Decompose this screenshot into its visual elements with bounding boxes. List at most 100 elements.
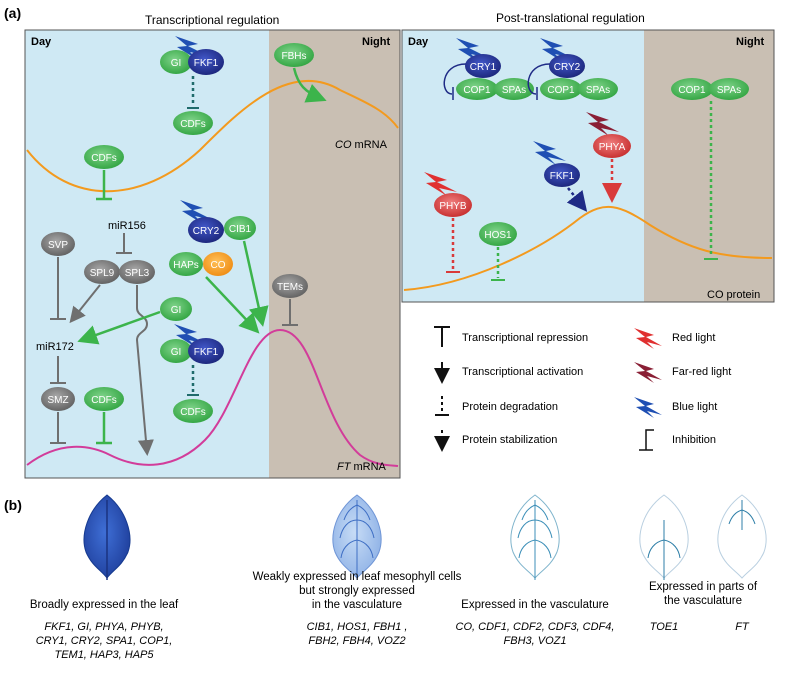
leaf-broad-expression-icon (83, 494, 131, 580)
co-mrna-curve (26, 79, 399, 193)
spas-node (494, 78, 534, 100)
red-light-icon (424, 172, 457, 196)
group-3-genes-line-2: FBH3, VOZ1 (504, 635, 567, 647)
legend-protein-stabilization: Protein stabilization (462, 434, 557, 446)
cib1-node-label: CIB1 (229, 224, 252, 235)
fkf1-node-label: FKF1 (194, 347, 219, 358)
co-node-label: CO (211, 260, 226, 271)
panel-a-label: (a) (4, 5, 21, 21)
fkf1-node-label: FKF1 (194, 58, 219, 69)
spl9-activation-arrow (69, 284, 101, 324)
mir172-label: miR172 (36, 341, 74, 353)
gi-activation-arrow (77, 310, 161, 345)
group-1-genes-line-1: FKF1, GI, PHYA, PHYB, (44, 621, 163, 633)
tems-node-label: TEMs (277, 282, 303, 293)
gi-node (160, 50, 192, 74)
right-day-label: Day (408, 36, 429, 48)
legend-red-light: Red light (672, 332, 715, 344)
left-night-label: Night (362, 36, 390, 48)
svp-node (41, 232, 75, 256)
fkf1-stabilization-arrow (566, 187, 588, 212)
group-1-title: Broadly expressed in the leaf (30, 599, 179, 611)
cdfs-node-label: CDFs (91, 153, 117, 164)
left-day-label: Day (31, 36, 52, 48)
group-4-gene-ft: FT (735, 621, 750, 633)
group-3-genes-line-1: CO, CDF1, CDF2, CDF3, CDF4, (456, 621, 615, 633)
group-2-genes-line-2: FBH2, FBH4, VOZ2 (308, 635, 405, 647)
cdfs-node-label: CDFs (91, 395, 117, 406)
smz-node-label: SMZ (47, 395, 68, 406)
gi-node-label: GI (171, 347, 182, 358)
fbhs-node (274, 43, 314, 67)
fkf1-node (188, 49, 224, 75)
group-4-gene-toe1: TOE1 (650, 621, 679, 633)
spl3-activation-arrow (135, 285, 154, 456)
legend-inhibition: Inhibition (672, 434, 716, 446)
right-panel-title: Post-translational regulation (496, 11, 645, 25)
gi-node-label: GI (171, 305, 182, 316)
legend-red-light-icon (634, 328, 662, 349)
group-3-title: Expressed in the vasculature (461, 599, 609, 611)
legend-inhibition-symbol (645, 429, 654, 450)
cop1-node (540, 78, 582, 100)
cdfs-node-label: CDFs (180, 119, 206, 130)
co-protein-label: CO protein (707, 289, 760, 301)
co-mrna-label: CO mRNA (335, 139, 388, 151)
cry2-node (549, 54, 585, 78)
group-2-title-line-1: Weakly expressed in leaf mesophyll cells (253, 571, 462, 583)
cop1-node (671, 78, 713, 100)
group-2-title-line-2: but strongly expressed (299, 585, 415, 597)
spas-node-label: SPAs (586, 85, 610, 96)
cry1-inhibition-arc (443, 63, 467, 95)
cdfs-node (173, 399, 213, 423)
leaf-toe1-icon (639, 494, 689, 580)
cop1-node-label: COP1 (463, 85, 491, 96)
tems-node (272, 274, 308, 298)
leaf-ft-icon (717, 494, 767, 579)
co-protein-curve (403, 205, 773, 291)
legend-transcriptional-activation: Transcriptional activation (462, 366, 583, 378)
left-night-background (269, 30, 400, 478)
cib1-activation-arrow (242, 240, 269, 327)
cop1-node (456, 78, 498, 100)
spl9-node (84, 260, 120, 284)
legend-far-red-light-icon (634, 362, 662, 383)
legend-blue-light: Blue light (672, 401, 717, 413)
spas-node (578, 78, 618, 100)
phyb-node (434, 193, 472, 217)
fbhs-activation-arrow (292, 67, 327, 103)
hos1-node-label: HOS1 (484, 230, 512, 241)
legend-blue-light-icon (634, 397, 662, 418)
spl3-node-label: SPL3 (125, 268, 150, 279)
gi-node (160, 339, 192, 363)
ft-mrna-curve (26, 328, 399, 467)
fkf1-node-label: FKF1 (550, 171, 575, 182)
svp-node-label: SVP (48, 240, 68, 251)
left-panel-frame (24, 29, 401, 479)
left-panel-title: Transcriptional regulation (145, 13, 279, 27)
spl9-node-label: SPL9 (90, 268, 115, 279)
cdfs-node (84, 387, 124, 411)
right-panel-frame (401, 29, 775, 303)
far-red-light-icon (586, 112, 619, 136)
ft-mrna-label: FT mRNA (337, 461, 387, 473)
right-night-label: Night (736, 36, 764, 48)
phya-node (593, 134, 631, 158)
cry1-node-label: CRY1 (470, 62, 497, 73)
gi-node (160, 297, 192, 321)
legend-far-red-light: Far-red light (672, 366, 731, 378)
spas-node-label: SPAs (502, 85, 526, 96)
cry2-node (188, 217, 224, 243)
group-1-genes-line-2: CRY1, CRY2, SPA1, COP1, (36, 635, 173, 647)
spas-node-label: SPAs (717, 85, 741, 96)
group-4-title-line-2: the vasculature (664, 595, 742, 607)
gi-node-label: GI (171, 58, 182, 69)
legend-protein-degradation: Protein degradation (462, 401, 558, 413)
cdfs-node (84, 145, 124, 169)
hos1-node (479, 222, 517, 246)
right-night-background (644, 30, 774, 302)
group-1-genes-line-3: TEM1, HAP3, HAP5 (54, 649, 154, 661)
cop1-node-label: COP1 (678, 85, 706, 96)
spl3-node (119, 260, 155, 284)
